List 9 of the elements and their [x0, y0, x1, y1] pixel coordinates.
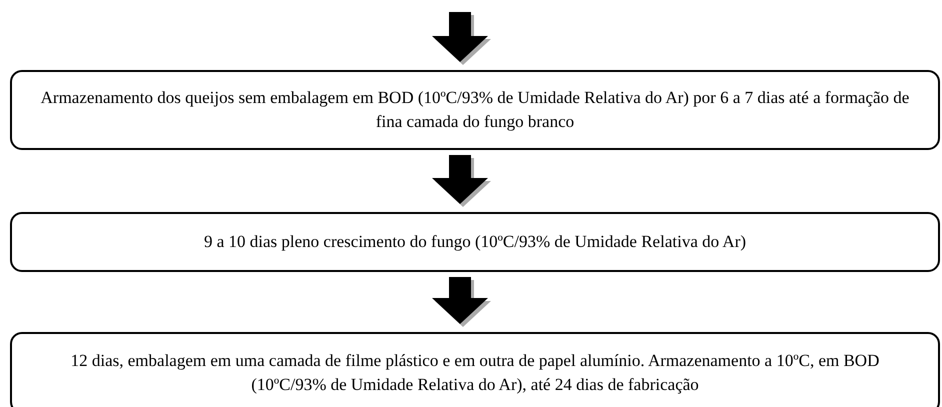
step-text: 12 dias, embalagem em uma camada de filme plástico e em outra de papel alumínio. Armazenamento a 10ºC, em BOD (10ºC/93% de Umidade Relativa do Ar), até 24 dias de fabricação	[70, 350, 880, 396]
block-arrow	[432, 277, 488, 324]
process-box	[10, 332, 940, 407]
block-arrow	[432, 12, 488, 62]
step-text: Armazenamento dos queijos sem embalagem em BOD (10ºC/93% de Umidade Relativa do Ar) por 6 a 7 dias até a formação de fina camada do fungo branco	[40, 87, 910, 133]
block-arrow	[432, 155, 488, 204]
process-box	[10, 212, 940, 272]
step-text: 9 a 10 dias pleno crescimento do fungo (10ºC/93% de Umidade Relativa do Ar)	[204, 231, 746, 253]
process-box	[10, 70, 940, 150]
